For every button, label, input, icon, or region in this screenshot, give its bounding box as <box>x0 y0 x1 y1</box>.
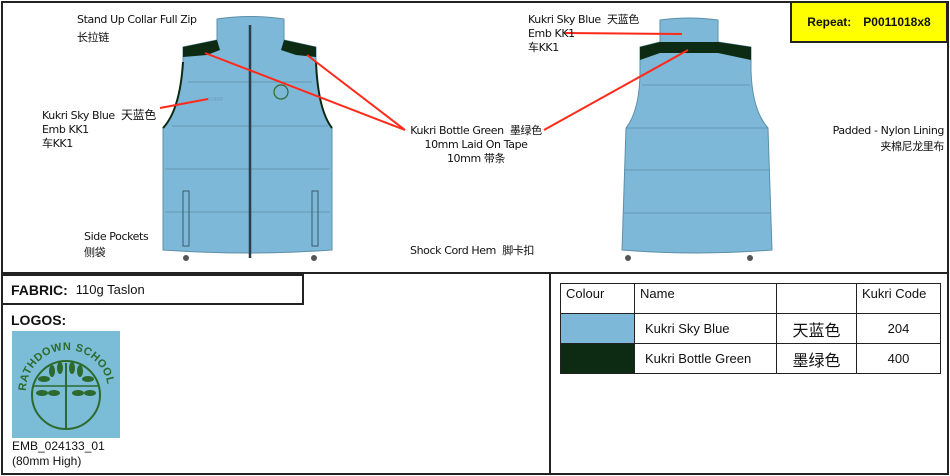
hem-label: Shock Cord Hem 脚卡扣 <box>410 244 534 257</box>
garment-drawings: KUKRI <box>159 16 773 261</box>
school-logo: RATHDOWN SCHOOL <box>12 331 120 438</box>
colour-swatch <box>560 313 635 344</box>
right-pocket <box>311 190 319 247</box>
logos-heading: LOGOS: <box>11 312 67 328</box>
colour-code: 400 <box>856 343 941 374</box>
section-divider <box>1 272 949 274</box>
colour-name: Kukri Bottle Green <box>634 343 777 374</box>
colour-name-cn: 墨绿色 <box>776 343 857 374</box>
back-yoke-tape <box>640 42 751 60</box>
left-pocket <box>182 190 190 247</box>
repeat-badge: Repeat:P0011018x8 <box>790 1 948 43</box>
table-row: Kukri Sky Blue 天蓝色 204 <box>560 313 941 344</box>
colour-swatch <box>560 343 635 374</box>
front-vest: KUKRI <box>162 16 333 261</box>
colour-code: 204 <box>856 313 941 344</box>
back-vest <box>621 17 773 261</box>
colour-name: Kukri Sky Blue <box>634 313 777 344</box>
header-chinese <box>776 283 857 314</box>
table-header-row: Colour Name Kukri Code <box>560 283 941 314</box>
front-left-shoulder-tape <box>183 40 220 57</box>
chest-logo <box>273 84 289 100</box>
svg-text:KUKRI: KUKRI <box>208 97 223 103</box>
header-code: Kukri Code <box>856 283 941 314</box>
colour-table: Colour Name Kukri Code Kukri Sky Blue 天蓝… <box>560 283 941 374</box>
column-divider <box>549 272 551 475</box>
table-row: Kukri Bottle Green 墨绿色 400 <box>560 343 941 374</box>
colour-name-cn: 天蓝色 <box>776 313 857 344</box>
logo-caption: EMB_024133_01(80mm High) <box>12 439 105 468</box>
fabric-box: FABRIC:110g Taslon <box>3 274 304 305</box>
front-right-shoulder-tape <box>281 40 316 57</box>
header-name: Name <box>634 283 777 314</box>
callout-lines <box>159 32 689 131</box>
header-colour: Colour <box>560 283 635 314</box>
